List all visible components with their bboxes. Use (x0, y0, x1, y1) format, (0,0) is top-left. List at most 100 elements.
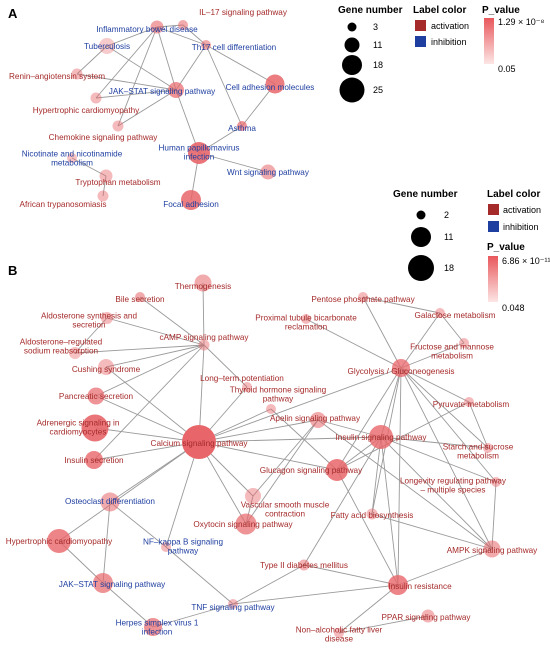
node-starch[interactable] (483, 443, 493, 453)
node-label-line: Herpes simplex virus 1 (116, 618, 199, 627)
legend-a-size-circle-1 (347, 22, 357, 32)
node-glucagon[interactable] (326, 459, 348, 481)
node-label-line: TNF signaling pathway (191, 603, 275, 612)
node-longev[interactable] (491, 477, 501, 487)
node-label-thermo: Thermogenesis (175, 282, 231, 291)
node-cam[interactable] (265, 74, 285, 94)
node-aldo[interactable] (101, 312, 113, 324)
node-chemo[interactable] (112, 120, 124, 132)
edge-calcium-insulinsig (198, 436, 382, 443)
node-il17[interactable] (178, 20, 188, 30)
node-pentose[interactable] (358, 292, 368, 302)
node-pyruv[interactable] (464, 397, 474, 407)
node-jakB[interactable] (93, 573, 113, 593)
node-label-line: NF–kappa B signaling (143, 537, 224, 546)
node-label-th17: Th17 cell differentiation (192, 43, 277, 52)
node-label-line: Pancreatic secretion (59, 392, 134, 401)
node-ampk[interactable] (483, 540, 501, 558)
node-wnt[interactable] (260, 164, 276, 180)
node-aldoreg[interactable] (69, 347, 81, 359)
node-vsmc[interactable] (245, 488, 261, 504)
edge-jakB-herpes (102, 582, 154, 628)
node-nic[interactable] (67, 153, 77, 163)
legend-a-color-title: Label color (413, 5, 466, 16)
node-label-cam: Cell adhesion molecules (226, 83, 315, 92)
node-label-afr: African trypanosomiasis (20, 200, 107, 209)
node-hcm[interactable] (90, 92, 102, 104)
node-prox[interactable] (301, 314, 311, 324)
edge-glucagon-insres (336, 469, 399, 586)
node-thermo[interactable] (194, 274, 212, 292)
node-pancr[interactable] (87, 387, 105, 405)
node-galact[interactable] (435, 308, 445, 318)
node-label-line: PPAR signaling pathway (381, 613, 471, 622)
node-glyco[interactable] (392, 359, 410, 377)
node-fruct[interactable] (459, 338, 469, 348)
node-focal[interactable] (181, 190, 201, 210)
node-asthma[interactable] (237, 121, 247, 131)
node-label-line: Pentose phosphate pathway (311, 295, 415, 304)
node-label-line: Asthma (228, 124, 256, 133)
node-label-line: cAMP signaling pathway (159, 333, 249, 342)
node-oxy[interactable] (235, 513, 257, 535)
node-fatty[interactable] (366, 508, 378, 520)
node-nfkb[interactable] (161, 542, 171, 552)
legend-a-activation-label: activation (431, 21, 469, 31)
legend-b-size-circle-3 (408, 255, 434, 281)
node-hpv[interactable] (188, 142, 210, 164)
node-herpes[interactable] (144, 618, 162, 636)
edge-glyco-starch (400, 367, 489, 449)
node-ibd[interactable] (150, 20, 164, 34)
node-afr[interactable] (97, 190, 109, 202)
node-insulinsig[interactable] (369, 425, 393, 449)
node-osteo[interactable] (100, 492, 120, 512)
edge-tb-ras (76, 45, 108, 75)
edge-ampk-apelin (317, 419, 493, 550)
node-label-line: Renin–angiotensin system (9, 72, 105, 81)
node-calcium[interactable] (182, 425, 216, 459)
node-th17[interactable] (201, 40, 211, 50)
panel-a-legend: Gene number 3 11 18 25 Label color activ… (338, 5, 545, 103)
node-bile[interactable] (135, 292, 145, 302)
legend-a-size-25: 25 (373, 85, 383, 95)
node-label-line: Longevity regulating pathway (400, 476, 507, 485)
edge-pancr-calcium (95, 395, 200, 443)
node-adren[interactable] (81, 414, 109, 442)
edge-tnf-herpes (152, 603, 234, 628)
edge-ibd-chemo (117, 26, 158, 127)
node-label-ampk: AMPK signaling pathway (447, 546, 538, 555)
edge-osteo-jakB (102, 501, 111, 584)
node-label-line: Bile secretion (115, 295, 165, 304)
node-trp[interactable] (99, 169, 113, 183)
node-tb[interactable] (99, 38, 115, 54)
node-ras[interactable] (71, 68, 83, 80)
node-label-line: IL–17 signaling pathway (199, 8, 288, 17)
node-apelin[interactable] (310, 412, 326, 428)
node-label-line: Th17 cell differentiation (192, 43, 277, 52)
node-cushing[interactable] (98, 359, 114, 375)
node-nafld[interactable] (334, 628, 344, 638)
node-camp[interactable] (198, 339, 210, 351)
node-label-galact: Galactose metabolism (415, 311, 496, 320)
edge-galact-glyco (400, 312, 441, 369)
node-ppar[interactable] (421, 609, 435, 623)
node-label-line: Starch and sucrose (443, 442, 514, 451)
edge-insres-nafld (338, 584, 399, 634)
node-t2d[interactable] (298, 559, 310, 571)
node-ltp[interactable] (242, 382, 252, 392)
node-insulinsec[interactable] (85, 451, 103, 469)
node-tnf[interactable] (228, 599, 238, 609)
node-insres[interactable] (388, 575, 408, 595)
node-label-line: pathway (263, 395, 294, 404)
node-label-line: Thermogenesis (175, 282, 231, 291)
node-label-line: sodium reabsorption (24, 347, 99, 356)
node-thyroid[interactable] (266, 404, 276, 414)
node-jak[interactable] (168, 82, 184, 98)
node-hcmB[interactable] (47, 529, 71, 553)
edge-il17-th17 (182, 24, 207, 46)
node-label-insres: Insulin resistance (388, 582, 452, 591)
